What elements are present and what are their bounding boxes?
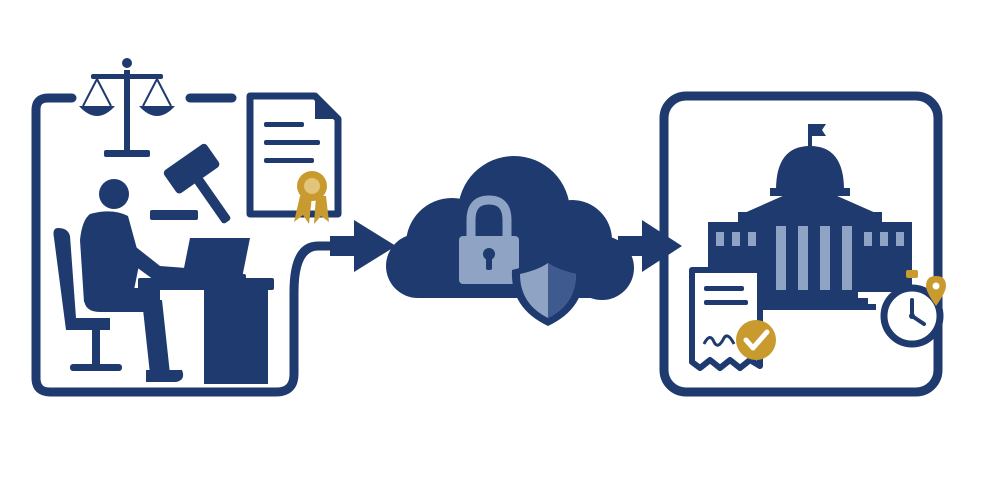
left-panel-frame: [31, 93, 351, 397]
checkmark-badge-icon: [736, 320, 776, 360]
shield-icon: [511, 256, 585, 326]
secure-cloud-stage: [386, 156, 634, 326]
padlock-icon: [459, 195, 519, 284]
scales-of-justice-icon: [79, 58, 175, 157]
certified-document-icon: [246, 92, 342, 224]
right-panel-frame: [659, 91, 943, 397]
person-at-laptop-icon: [53, 179, 274, 384]
signed-receipt-icon: [689, 267, 776, 371]
courthouse-filing-panel: [659, 91, 946, 397]
courthouse-icon: [708, 124, 912, 310]
seal-ribbon-icon: [294, 171, 329, 224]
arrow-to-cloud: [330, 220, 396, 272]
location-pin-icon: [926, 276, 946, 306]
gavel-icon: [150, 143, 231, 224]
lawyer-workstation-panel: [31, 58, 351, 397]
stopwatch-icon: [880, 270, 944, 348]
